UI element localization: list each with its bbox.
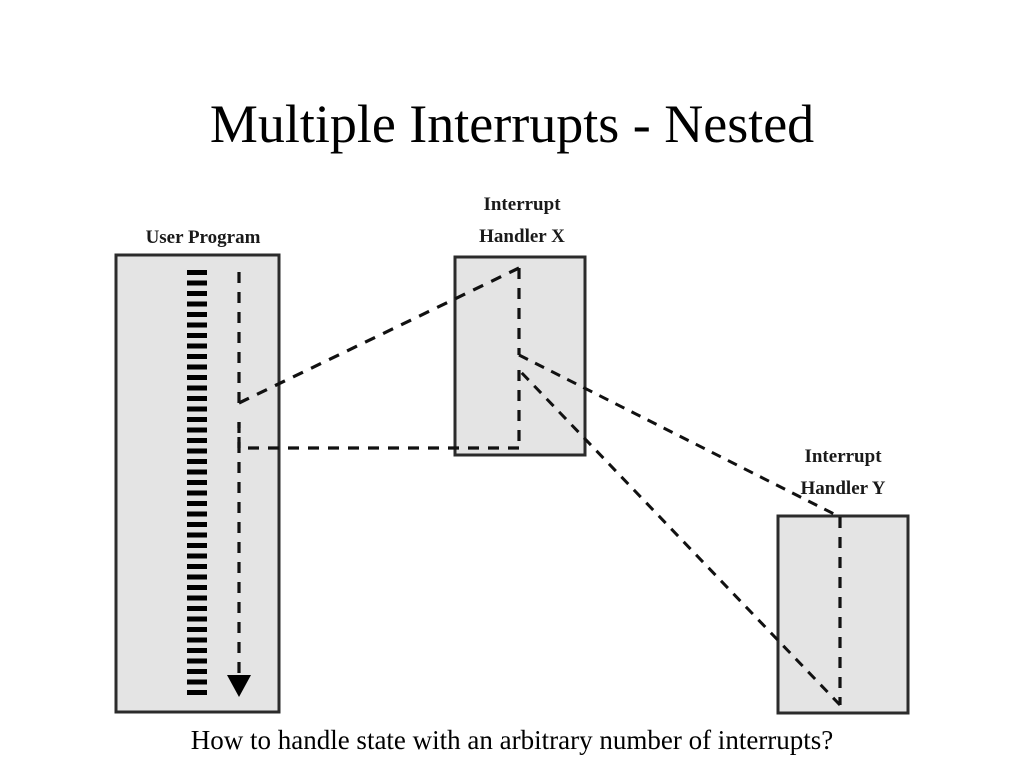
arrow-down-icon bbox=[227, 675, 251, 697]
page-title: Multiple Interrupts - Nested bbox=[209, 94, 815, 154]
code-ticks-user-program bbox=[187, 270, 207, 695]
flow-handler-x-to-handler-y bbox=[518, 353, 841, 519]
label-interrupt-handler-x-line1: Interrupt bbox=[483, 194, 561, 215]
flow-handler-y-return-to-handler-x bbox=[517, 368, 842, 707]
slide-caption: How to handle state with an arbitrary nu… bbox=[190, 725, 834, 755]
label-user-program: User Program bbox=[146, 227, 261, 248]
label-interrupt-handler-x-line2: Handler X bbox=[479, 226, 565, 247]
label-interrupt-handler-y-line2: Handler Y bbox=[801, 478, 886, 499]
label-interrupt-handler-y-line1: Interrupt bbox=[804, 446, 882, 467]
box-interrupt-handler-y bbox=[776, 514, 910, 715]
